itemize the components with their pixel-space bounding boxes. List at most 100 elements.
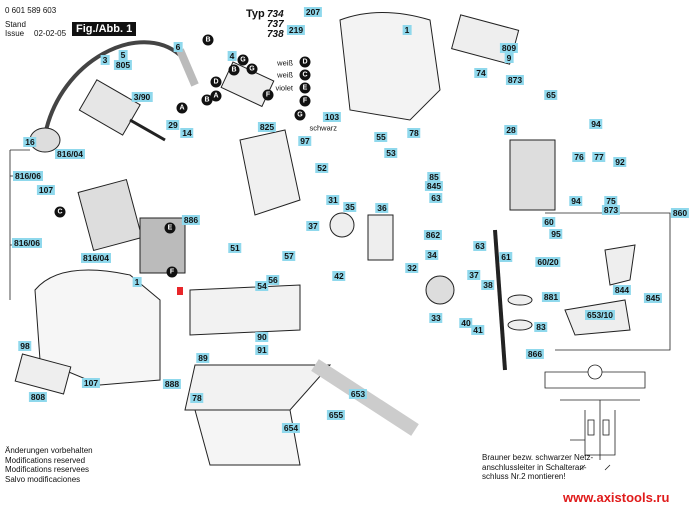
wire-color-label: weiß: [277, 58, 293, 68]
part-label: 94: [589, 119, 603, 129]
part-label: 653/10: [585, 310, 615, 320]
part-label: 3/90: [131, 92, 153, 102]
part-label: 1: [402, 25, 412, 35]
part-label: 60: [542, 217, 556, 227]
part-label: 55: [374, 132, 388, 142]
part-label: 75: [604, 196, 618, 206]
part-label: 60/20: [535, 257, 561, 267]
part-label: 219: [286, 25, 306, 35]
part-label: 41: [471, 325, 485, 335]
part-label: 1: [132, 277, 142, 287]
part-label: 37: [467, 270, 481, 280]
connector-letter: E: [164, 222, 176, 234]
type-number: 734: [267, 9, 284, 20]
part-label: 3: [100, 55, 110, 65]
part-label: 5: [118, 50, 128, 60]
part-label: 98: [18, 341, 32, 351]
part-label: 16: [23, 137, 37, 147]
part-label: 95: [549, 229, 563, 239]
part-label: 866: [525, 349, 545, 359]
part-label: 77: [592, 152, 606, 162]
armature: [78, 79, 166, 142]
note-line: Modifications reserved: [5, 455, 86, 465]
part-label: 14: [180, 128, 194, 138]
part-label: 89: [196, 353, 210, 363]
part-label: 52: [315, 163, 329, 173]
part-label: 97: [298, 136, 312, 146]
wiring-note: Brauner bezw. schwarzer Netz- anschlussl…: [482, 453, 593, 482]
part-label: 57: [282, 251, 296, 261]
part-label: 35: [343, 202, 357, 212]
part-label: 860: [670, 208, 690, 218]
part-label: 90: [255, 332, 269, 342]
part-label: 65: [544, 90, 558, 100]
lever: [604, 244, 636, 286]
connector-letter: D: [299, 56, 311, 68]
part-label: 873: [505, 75, 525, 85]
connector-letter: G: [246, 63, 258, 75]
issue-date: 02-02-05: [34, 29, 67, 38]
part-label: 37: [306, 221, 320, 231]
connector-letter: G: [237, 54, 249, 66]
stand-label: Stand: [5, 20, 26, 29]
part-label: 4: [227, 51, 237, 61]
connector-letter: F: [166, 266, 178, 278]
part-label: 654: [281, 423, 301, 433]
housing-shell: [34, 269, 161, 386]
part-label: 42: [332, 271, 346, 281]
splinter-guard: [194, 409, 301, 466]
part-label: 61: [499, 252, 513, 262]
connector-letter: A: [176, 102, 188, 114]
type-number: 738: [267, 29, 284, 40]
part-label: 28: [504, 125, 518, 135]
figure-label: Fig./Abb. 1: [72, 22, 137, 36]
part-label: 107: [36, 185, 56, 195]
wiring-schematic: [544, 364, 646, 471]
issue-label: Issue: [5, 29, 25, 38]
connector-letter: B: [202, 34, 214, 46]
part-label: 809: [499, 43, 519, 53]
connector-letter: B: [201, 94, 213, 106]
part-label: 805: [113, 60, 133, 70]
part-label: 655: [326, 410, 346, 420]
wire-color-label: violet: [275, 83, 293, 93]
part-label: 6: [173, 42, 183, 52]
part-label: 845: [643, 293, 663, 303]
wire-color-label: schwarz: [309, 123, 337, 133]
part-label: 862: [423, 230, 443, 240]
part-label: 83: [534, 322, 548, 332]
housing-top: [339, 12, 441, 121]
website-link[interactable]: www.axistools.ru: [563, 490, 670, 505]
note-line: Änderungen vorbehalten: [5, 446, 93, 455]
part-number: 0 601 589 603: [5, 6, 57, 15]
motor-unit: [509, 139, 556, 211]
connector-letter: F: [262, 89, 274, 101]
gear: [425, 275, 455, 305]
connector-letter: A: [210, 90, 222, 102]
field-housing: [77, 178, 143, 252]
part-label: 38: [481, 280, 495, 290]
part-label: 78: [407, 128, 421, 138]
gear-plate: [239, 129, 301, 216]
note-line: Modifications reservees: [5, 465, 90, 474]
part-label: 78: [190, 393, 204, 403]
part-label: 107: [81, 378, 101, 388]
note-line: anschlussleiter in Schalteran-: [482, 462, 587, 472]
part-label: 76: [572, 152, 586, 162]
note-line: schluss Nr.2 montieren!: [482, 472, 566, 481]
part-label: 816/06: [13, 171, 43, 181]
part-label: 103: [322, 112, 342, 122]
wire-color-label: weiß: [277, 70, 293, 80]
cord-sleeve: [176, 48, 199, 87]
part-label: 63: [473, 241, 487, 251]
connector-letter: E: [299, 82, 311, 94]
part-label: 29: [166, 120, 180, 130]
note-line: Brauner bezw. schwarzer Netz-: [482, 453, 594, 462]
part-label: 40: [459, 318, 473, 328]
plunger-rod: [493, 229, 507, 371]
part-label: 54: [255, 281, 269, 291]
part-label: 51: [228, 243, 242, 253]
part-label: 34: [425, 250, 439, 260]
connector-letter: C: [54, 206, 66, 218]
